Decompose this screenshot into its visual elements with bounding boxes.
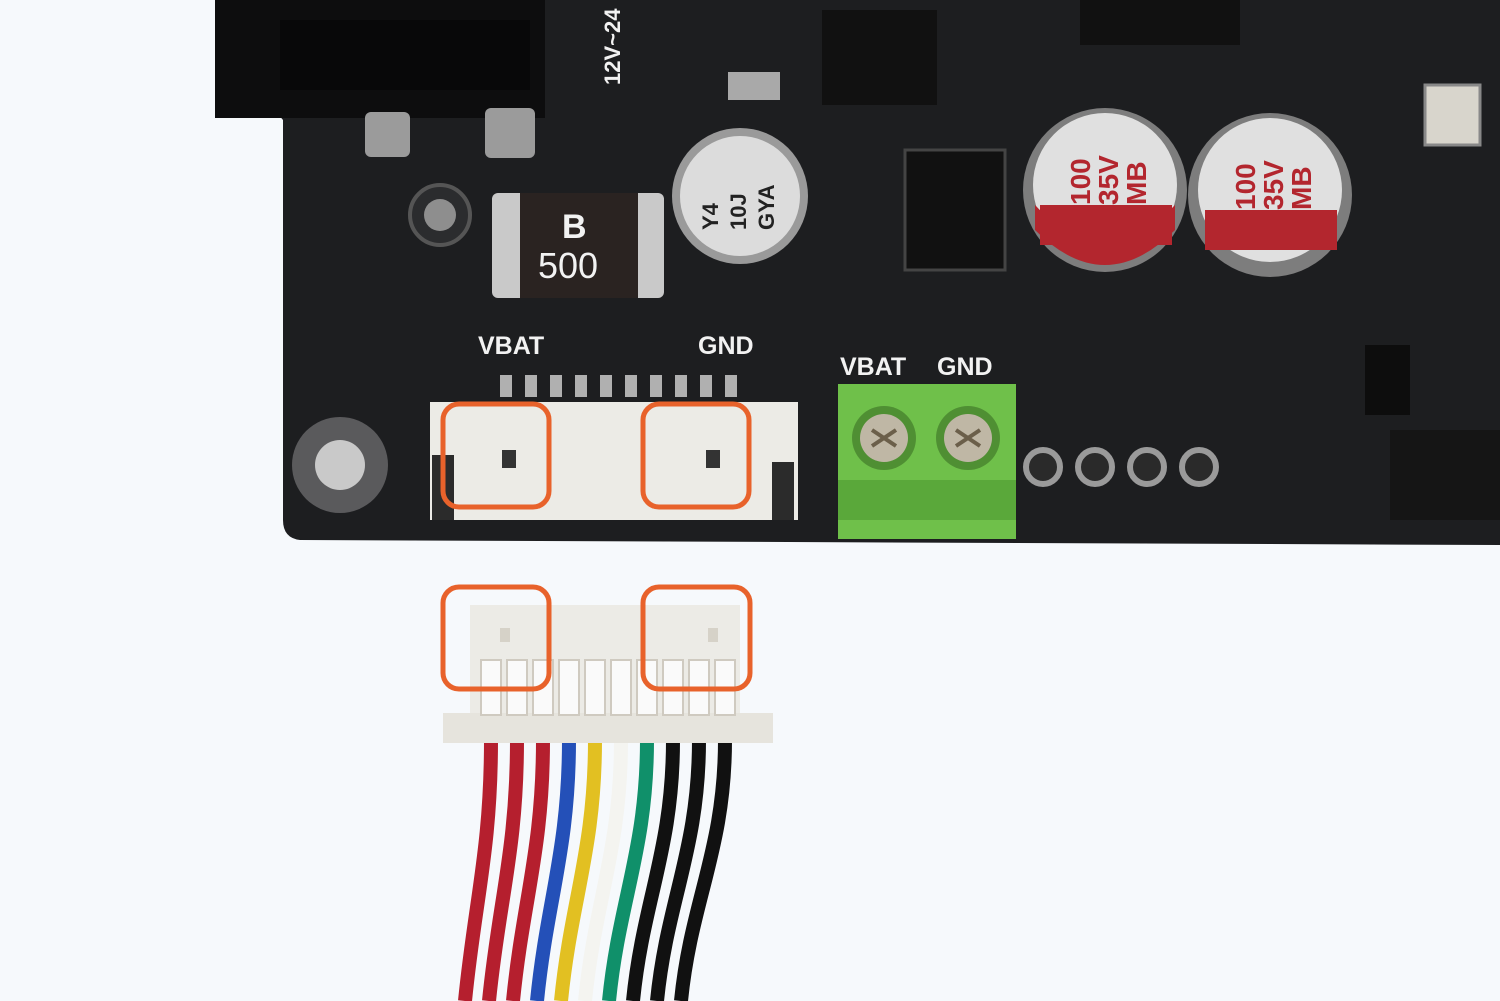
cable-wire [506,739,550,1001]
svg-text:35V: 35V [1258,160,1289,210]
cable-harness [443,605,773,1001]
voltage-label: 12V~24 [600,8,625,85]
svg-text:10J: 10J [726,193,751,230]
highlight-plug-gnd [640,584,753,692]
inductor-b500: B 500 [492,193,664,298]
cable-wire [458,739,498,1001]
large-capacitor-2: 100 35V MB [1188,113,1352,277]
solder-pad-row [500,375,737,397]
crystal [1423,83,1482,147]
highlight-markers [440,401,753,692]
cable-wire [482,739,524,1001]
through-holes [1023,447,1219,487]
small-capacitor: Y4 10J GYA [672,128,808,264]
terminal-gnd-label: GND [937,353,993,381]
cable-plug [443,605,773,743]
regulator-chip [903,148,1007,272]
highlight-plug-vbat [440,584,552,692]
svg-text:100: 100 [1065,158,1096,205]
header-gnd-label: GND [698,332,754,360]
highlight-socket-vbat [440,401,552,510]
wire-bundle [458,739,732,1001]
svg-text:MB: MB [1121,161,1152,205]
cable-wire [650,739,706,1001]
cable-wire [578,739,628,1001]
pcb-board: 12V~24 B 500 Y4 10J GYA [215,0,1500,545]
svg-text:100: 100 [1230,163,1261,210]
svg-text:GYA: GYA [754,184,779,230]
highlight-socket-gnd [640,401,752,510]
screw-terminal-block [838,384,1016,539]
mosfet-chip [822,10,937,105]
svg-text:Y4: Y4 [698,202,723,230]
svg-text:35V: 35V [1093,155,1124,205]
terminal-vbat-label: VBAT [840,353,906,381]
board-connector-socket [430,402,798,520]
cable-wire [602,739,654,1001]
svg-text:500: 500 [538,245,598,286]
large-capacitor-1: 100 35V MB [1023,108,1187,272]
svg-text:B: B [562,208,587,246]
cable-wire [626,739,680,1001]
header-vbat-label: VBAT [478,332,544,360]
cable-wire [554,739,602,1001]
cable-wire [674,739,732,1001]
svg-text:MB: MB [1286,166,1317,210]
cable-wire [530,739,576,1001]
